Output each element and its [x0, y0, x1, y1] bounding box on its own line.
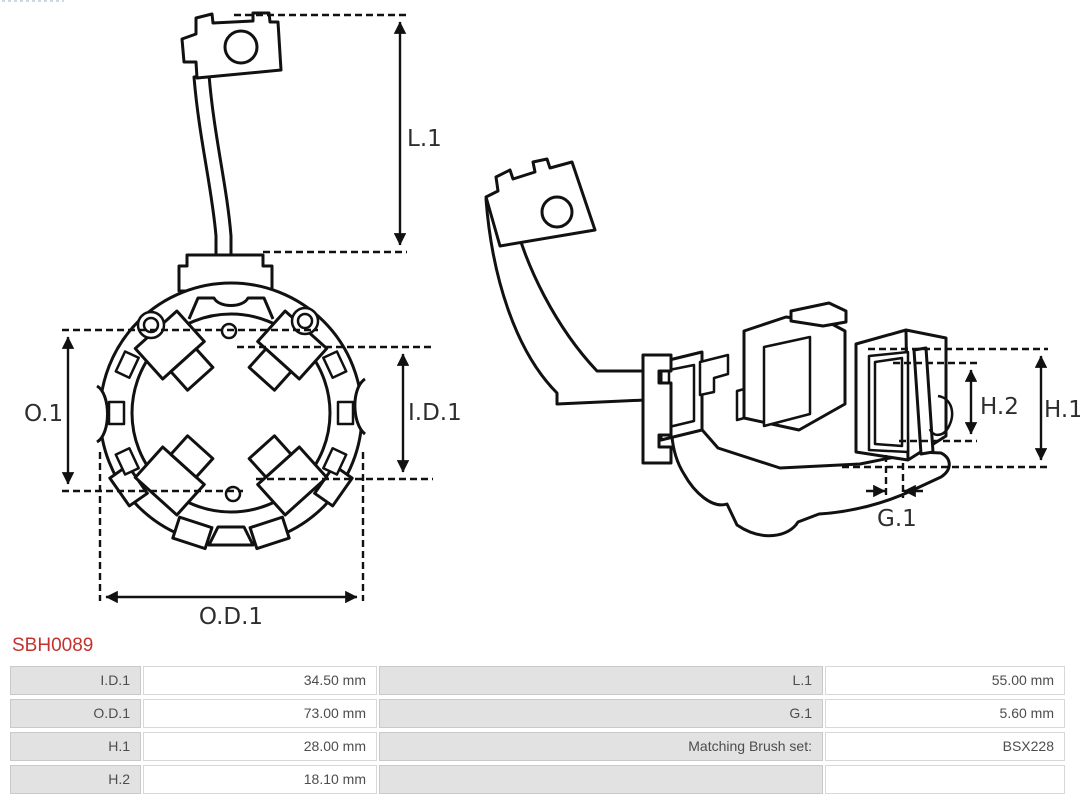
body-step — [698, 353, 730, 397]
spec-value: 5.60 mm — [825, 699, 1065, 728]
spec-label — [379, 765, 823, 794]
bottom-notch — [207, 525, 255, 547]
spec-value: 34.50 mm — [143, 666, 377, 695]
spec-value: 73.00 mm — [143, 699, 377, 728]
dimension-label-g1: G.1 — [877, 506, 917, 532]
spec-value: 55.00 mm — [825, 666, 1065, 695]
top-notch — [187, 296, 275, 320]
spring-hook — [928, 394, 954, 437]
brush-tower-left-slot — [762, 335, 812, 428]
dimension-label-id1: I.D.1 — [408, 400, 462, 426]
spring-strip — [912, 346, 935, 456]
screen-artifact — [2, 0, 64, 2]
mount-bracket — [641, 353, 673, 465]
front-view-drawing: L.1 O.1 I.D.1 O.D.1 — [24, 11, 462, 630]
terminal-tab — [180, 11, 283, 80]
spec-label: G.1 — [379, 699, 823, 728]
brush-boxes — [133, 309, 329, 517]
dimension-label-o1: O.1 — [24, 401, 63, 427]
terminal-tab-side — [484, 157, 597, 248]
spec-label: L.1 — [379, 666, 823, 695]
spec-value — [825, 765, 1065, 794]
spec-label: O.D.1 — [10, 699, 141, 728]
brush-window-inner — [873, 356, 904, 448]
front-view-dimensions: L.1 O.1 I.D.1 O.D.1 — [24, 13, 462, 630]
spec-value: 18.10 mm — [143, 765, 377, 794]
spec-label: H.1 — [10, 732, 141, 761]
side-view-drawing: H.2 H.1 G.1 — [484, 157, 1080, 538]
left-brush-slot — [667, 363, 696, 429]
left-notch — [96, 384, 109, 444]
dimension-label-od1: O.D.1 — [199, 604, 263, 630]
dimension-label-l1: L.1 — [407, 126, 442, 152]
spec-label: Matching Brush set: — [379, 732, 823, 761]
spec-value: BSX228 — [825, 732, 1065, 761]
part-number: SBH0089 — [12, 635, 94, 656]
rim-cutouts — [107, 350, 355, 476]
side-view-dimensions: H.2 H.1 G.1 — [842, 347, 1080, 532]
spec-value: 28.00 mm — [143, 732, 377, 761]
mounting-eyelets — [136, 306, 320, 340]
spec-label: H.2 — [10, 765, 141, 794]
rim-tabs — [108, 463, 354, 551]
technical-drawing: L.1 O.1 I.D.1 O.D.1 — [24, 11, 1080, 630]
holder-body — [669, 384, 951, 538]
terminal-hole — [223, 29, 259, 65]
dimension-label-h1: H.1 — [1044, 397, 1080, 423]
specs-table: I.D.1 34.50 mm L.1 55.00 mm O.D.1 73.00 … — [10, 666, 1065, 794]
center-hole-bottom — [224, 485, 242, 503]
right-notch — [353, 377, 367, 436]
lead-wire — [192, 73, 233, 259]
dimension-label-h2: H.2 — [980, 394, 1019, 420]
brush-tower-left-cap — [789, 301, 848, 328]
spec-label: I.D.1 — [10, 666, 141, 695]
inner-opening — [130, 312, 332, 514]
terminal-hole-side — [540, 195, 574, 229]
